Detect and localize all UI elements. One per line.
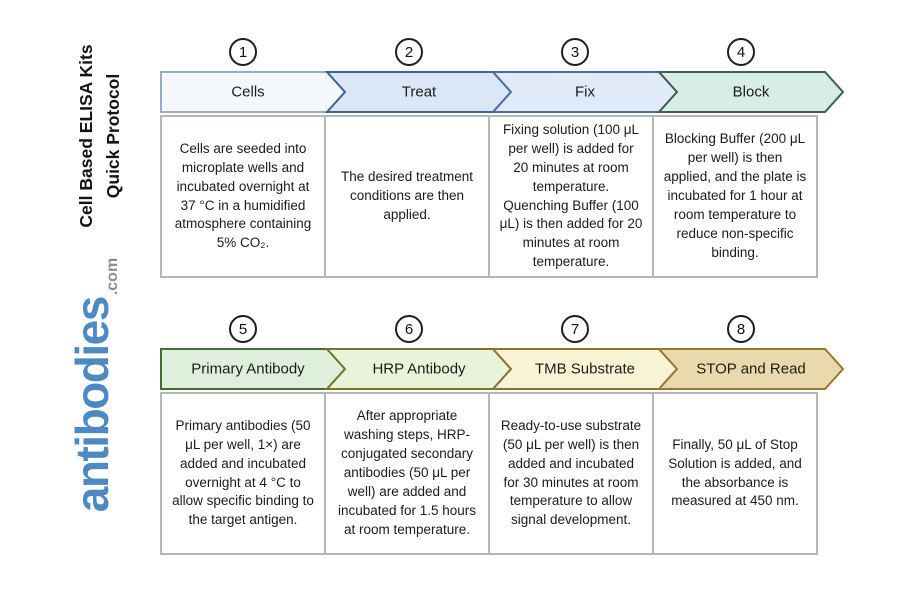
step-description-row: Cells are seeded into microplate wells a… bbox=[160, 115, 872, 278]
step-arrow-label: TMB Substrate bbox=[535, 361, 635, 378]
brand-logo-suffix: .com bbox=[104, 257, 121, 296]
step-description-row: Primary antibodies (50 μL per well, 1×) … bbox=[160, 392, 872, 555]
step-number-badge: 1 bbox=[229, 38, 257, 66]
step-description-box: Fixing solution (100 μL per well) is add… bbox=[488, 115, 654, 278]
step-number: 1 bbox=[238, 43, 248, 61]
step-number: 8 bbox=[736, 320, 746, 338]
step-number-cell: 1 bbox=[160, 38, 326, 66]
step-arrow-label: Block bbox=[733, 84, 770, 101]
step-description-box: After appropriate washing steps, HRP-con… bbox=[324, 392, 490, 555]
brand-logo-wordmark: antibodies bbox=[66, 297, 118, 513]
step-arrow-shape bbox=[656, 348, 845, 390]
step-description-box: Ready-to-use substrate (50 μL per well) … bbox=[488, 392, 654, 555]
step-number: 4 bbox=[736, 43, 746, 61]
brand-logo: antibodies.com bbox=[65, 225, 125, 545]
protocol-row-2: 5 6 7 8 Primary Antibody HRP Antibody bbox=[160, 315, 872, 555]
step-number-cell: 2 bbox=[326, 38, 492, 66]
step-number-badge: 5 bbox=[229, 315, 257, 343]
step-number-badge: 2 bbox=[395, 38, 423, 66]
step-number-cell: 6 bbox=[326, 315, 492, 343]
step-number-badge: 7 bbox=[561, 315, 589, 343]
step-number-badge: 6 bbox=[395, 315, 423, 343]
step-description-box: Blocking Buffer (200 μL per well) is the… bbox=[652, 115, 818, 278]
step-number-cell: 3 bbox=[492, 38, 658, 66]
step-number: 6 bbox=[404, 320, 414, 338]
step-description: Blocking Buffer (200 μL per well) is the… bbox=[663, 131, 807, 260]
step-number-badge: 8 bbox=[727, 315, 755, 343]
step-description-box: The desired treatment conditions are the… bbox=[324, 115, 490, 278]
step-number-cell: 8 bbox=[658, 315, 824, 343]
step-number-cell: 7 bbox=[492, 315, 658, 343]
step-number-row: 1 2 3 4 bbox=[160, 38, 824, 66]
protocol-row-1: 1 2 3 4 Cells Treat Fix bbox=[160, 38, 872, 278]
step-description: Finally, 50 μL of Stop Solution is added… bbox=[668, 436, 802, 509]
step-number: 2 bbox=[404, 43, 414, 61]
step-description-box: Primary antibodies (50 μL per well, 1×) … bbox=[160, 392, 326, 555]
step-description-box: Finally, 50 μL of Stop Solution is added… bbox=[652, 392, 818, 555]
step-arrow-shape bbox=[656, 71, 845, 113]
step-description: The desired treatment conditions are the… bbox=[340, 169, 474, 222]
step-description: Primary antibodies (50 μL per well, 1×) … bbox=[172, 417, 314, 528]
step-number-badge: 4 bbox=[727, 38, 755, 66]
step-description-box: Cells are seeded into microplate wells a… bbox=[160, 115, 326, 278]
step-number-cell: 4 bbox=[658, 38, 824, 66]
step-description: Fixing solution (100 μL per well) is add… bbox=[499, 121, 643, 270]
step-arrow-label: Treat bbox=[402, 84, 437, 101]
step-arrow-label: HRP Antibody bbox=[372, 361, 466, 378]
step-number-cell: 5 bbox=[160, 315, 326, 343]
step-arrow-label: Cells bbox=[231, 84, 264, 101]
step-number-badge: 3 bbox=[561, 38, 589, 66]
step-number: 7 bbox=[570, 320, 580, 338]
step-description: Cells are seeded into microplate wells a… bbox=[174, 140, 312, 251]
step-arrow-label: STOP and Read bbox=[696, 361, 806, 378]
protocol-diagram: 1 2 3 4 Cells Treat Fix bbox=[160, 0, 872, 555]
step-arrow-row: Primary Antibody HRP Antibody TMB Substr… bbox=[160, 348, 845, 390]
step-arrow-label: Fix bbox=[575, 84, 595, 101]
step-arrow-row: Cells Treat Fix Block bbox=[160, 71, 845, 113]
step-number: 3 bbox=[570, 43, 580, 61]
step-arrow-label: Primary Antibody bbox=[191, 361, 305, 378]
step-number-row: 5 6 7 8 bbox=[160, 315, 824, 343]
step-description: Ready-to-use substrate (50 μL per well) … bbox=[500, 417, 642, 528]
step-number: 5 bbox=[238, 320, 248, 338]
step-description: After appropriate washing steps, HRP-con… bbox=[337, 408, 477, 537]
